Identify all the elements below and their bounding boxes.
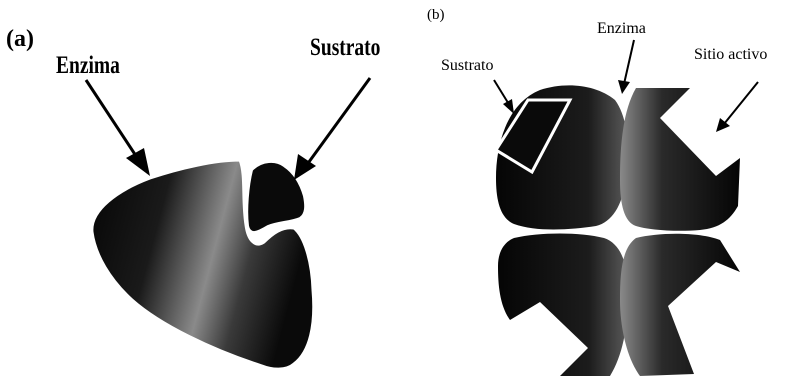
arrow-active-site-b xyxy=(724,82,758,124)
substrate-label-a: Sustrato xyxy=(310,34,380,62)
arrow-enzyme-a xyxy=(86,80,140,162)
active-site-label-b: Sitio activo xyxy=(694,46,767,64)
panel-a-tag: (a) xyxy=(6,26,34,53)
arrow-enzyme-b xyxy=(624,40,634,84)
enzyme-subunit-bottom-right xyxy=(620,234,740,376)
enzyme-subunit-top-right xyxy=(620,88,740,231)
arrowhead-substrate-b xyxy=(503,99,514,114)
panel-b-diagram xyxy=(494,40,758,376)
enzyme-label-b: Enzima xyxy=(597,20,646,38)
enzyme-subunit-bottom-left xyxy=(498,234,628,377)
enzyme-label-a: Enzima xyxy=(56,52,120,80)
substrate-label-b: Sustrato xyxy=(441,57,493,75)
arrow-substrate-a xyxy=(306,78,370,166)
panel-a-diagram xyxy=(86,78,370,369)
panel-b-tag: (b) xyxy=(427,7,445,24)
arrowhead-enzyme-b xyxy=(618,80,630,94)
center-gap xyxy=(616,222,632,242)
arrowhead-enzyme-a xyxy=(126,148,150,176)
